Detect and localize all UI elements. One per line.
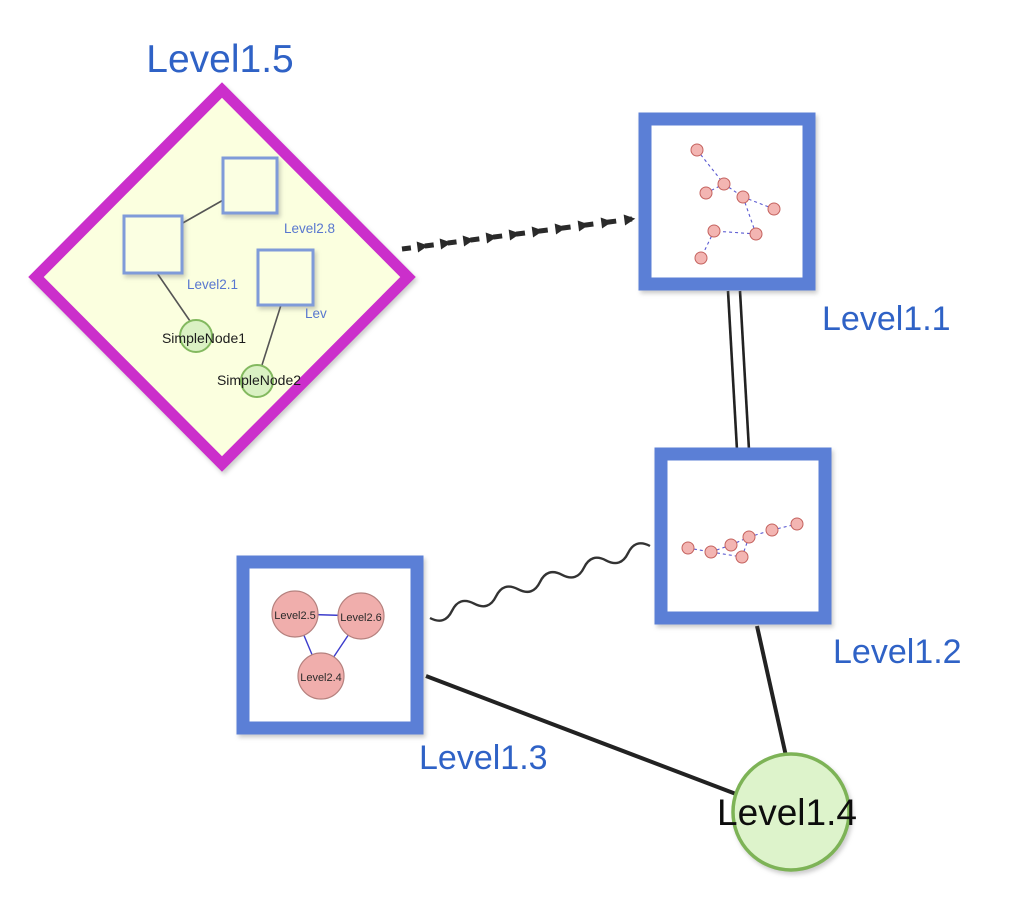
mini-node[interactable] [736,190,750,204]
mini-node[interactable] [749,227,763,241]
node-lev[interactable] [256,248,315,307]
inner-edge-level21-simplenode1[interactable] [156,272,191,322]
mini-node[interactable] [724,538,738,552]
edge-level15-to-level11[interactable] [401,214,636,253]
inner-edge [713,230,757,235]
mini-node[interactable] [765,523,779,537]
mini-node[interactable] [735,550,749,564]
double-edge-line-2 [738,290,751,451]
mini-node[interactable] [681,541,695,555]
node-level28[interactable] [221,156,279,215]
node-level25-label: Level2.5 [274,610,316,622]
node-level13-group: Level2.5 Level2.6 Level2.4 [236,555,424,735]
level13-inner-graph: Level2.5 Level2.6 Level2.4 [271,590,385,700]
node-simplenode1-label: SimpleNode1 [162,330,246,346]
node-level12-group [654,447,832,625]
mini-node[interactable] [690,143,704,157]
mini-node[interactable] [694,251,708,265]
node-level15[interactable] [28,82,416,472]
node-simplenode2[interactable] [240,364,274,398]
node-level13[interactable] [236,555,424,735]
edge-level12-to-level14[interactable] [755,625,788,757]
node-level21[interactable] [122,214,184,275]
node-level15-label: Level1.5 [146,38,293,81]
node-level26[interactable] [337,592,385,640]
edge-level13-to-level14[interactable] [425,674,737,796]
mini-node[interactable] [699,186,713,200]
mini-node[interactable] [717,177,731,191]
edge-level13-to-level12[interactable] [429,542,651,622]
node-level14[interactable] [731,752,851,872]
node-level11-label: Level1.1 [822,300,951,338]
node-level24-label: Level2.4 [300,672,342,684]
node-level11-group [638,112,816,291]
inner-edge [742,196,757,235]
mini-node[interactable] [704,545,718,559]
inner-edge [771,523,798,531]
level12-inner-graph [681,517,804,564]
inner-edge-level21-level28[interactable] [180,198,226,225]
mini-node[interactable] [790,517,804,531]
double-edge-line-1 [726,290,739,451]
node-level25[interactable] [271,590,319,638]
node-level24[interactable] [297,652,345,700]
node-level13-label: Level1.3 [419,739,548,777]
mini-node[interactable] [767,202,781,216]
node-level21-label: Level2.1 [187,277,238,292]
inner-edge [696,149,725,185]
node-lev-label: Lev [305,306,327,321]
node-level15-group: Level2.8 Level2.1 Lev SimpleNode1 Simple… [28,82,416,472]
node-level12-label: Level1.2 [833,633,962,671]
mini-node[interactable] [707,224,721,238]
node-simplenode1[interactable] [179,319,213,353]
node-level14-label: Level1.4 [717,792,857,833]
node-level26-label: Level2.6 [340,612,382,624]
level11-inner-graph [690,143,781,265]
node-level28-label: Level2.8 [284,221,335,236]
edge-level11-to-level12[interactable] [726,290,751,451]
node-level11[interactable] [638,112,816,291]
mini-node[interactable] [742,530,756,544]
inner-edge-lev-simplenode2[interactable] [261,304,282,366]
node-simplenode2-label: SimpleNode2 [217,372,301,388]
